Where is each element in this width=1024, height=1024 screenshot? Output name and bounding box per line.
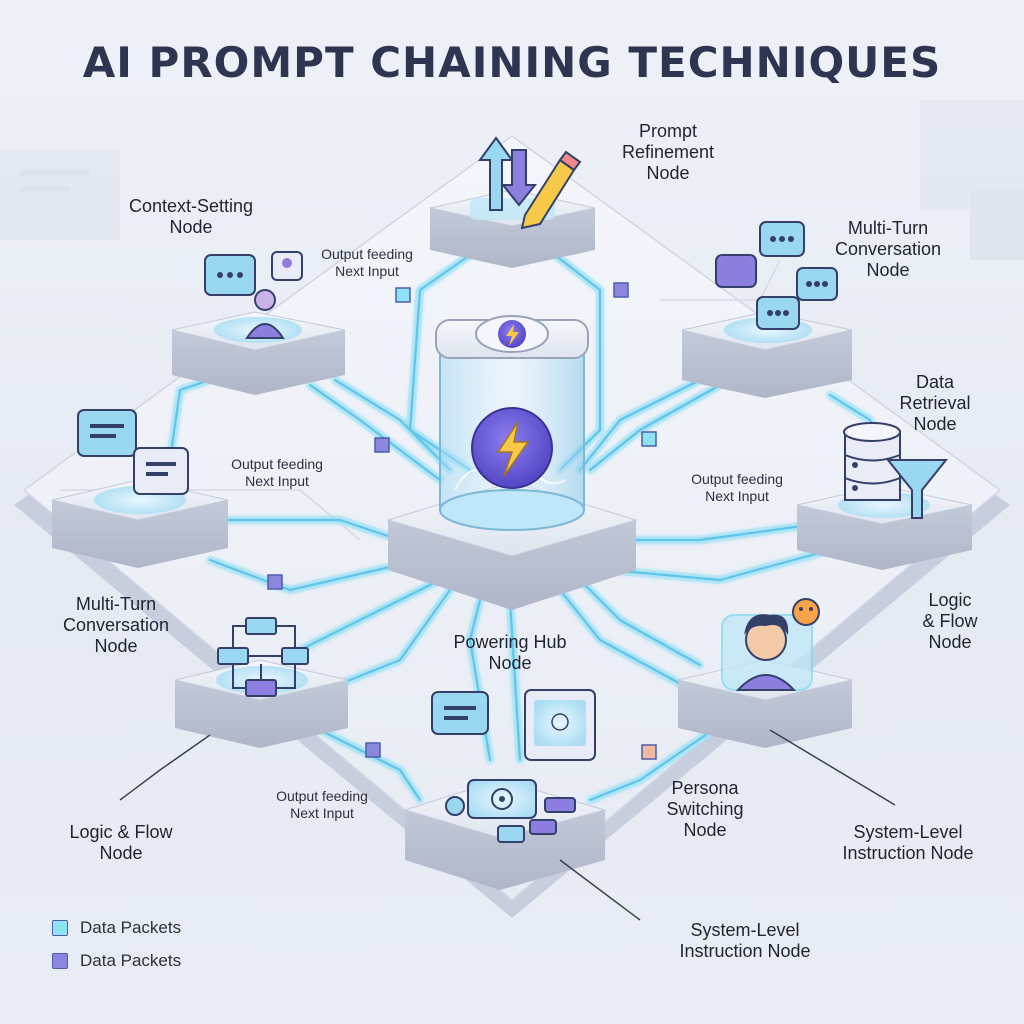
callout-lines <box>119 729 896 921</box>
label-system-level-bottom: System-Level Instruction Node <box>679 920 811 961</box>
powering-hub-node[interactable] <box>386 315 638 610</box>
label-data-retrieval: Data Retrieval Node <box>899 372 971 434</box>
legend: Data Packets Data Packets <box>52 916 181 982</box>
database-funnel-icon <box>843 422 949 519</box>
label-multi-turn-left: Multi-Turn Conversation Node <box>62 594 170 656</box>
legend-item-purple: Data Packets <box>52 949 181 973</box>
arrows-pencil-icon <box>478 136 582 230</box>
purple-cube-icon <box>52 953 68 969</box>
label-multi-turn-top: Multi-Turn Conversation Node <box>834 218 942 280</box>
user-chat-icon <box>204 251 303 339</box>
system-level-instruction-node[interactable] <box>403 689 607 890</box>
label-system-level-right: System-Level Instruction Node <box>842 822 974 863</box>
legend-item-cyan: Data Packets <box>52 916 181 940</box>
legend-label: Data Packets <box>80 951 182 970</box>
label-persona-switching: Persona Switching Node <box>666 778 744 840</box>
data-retrieval-node[interactable] <box>796 422 973 570</box>
multi-turn-conversation-node-top[interactable] <box>681 221 853 398</box>
data-packets <box>267 282 657 760</box>
cyan-cube-icon <box>52 920 68 936</box>
page-title: AI PROMPT CHAINING TECHNIQUES <box>82 38 942 87</box>
context-setting-node[interactable] <box>171 251 346 395</box>
chat-bubbles-icon <box>715 221 838 330</box>
background-decor <box>0 100 1024 260</box>
prompt-refinement-node[interactable] <box>429 136 596 268</box>
label-logic-flow-left: Logic & Flow Node <box>69 822 173 863</box>
logic-flow-node-left[interactable] <box>174 617 349 748</box>
label-context-setting: Context-Setting Node <box>128 196 254 237</box>
persona-switching-node[interactable] <box>677 598 853 748</box>
flow-label-top: Output feeding Next Input <box>321 246 413 279</box>
message-icon <box>77 409 189 495</box>
persona-avatar-icon <box>735 598 820 691</box>
lightning-icon <box>496 421 530 477</box>
label-prompt-refinement: Prompt Refinement Node <box>621 121 715 183</box>
label-logic-flow-right: Logic & Flow Node <box>922 590 978 652</box>
label-powering-hub: Powering Hub Node <box>453 632 567 673</box>
flow-label-left: Output feeding Next Input <box>231 456 323 489</box>
legend-label: Data Packets <box>80 918 182 937</box>
flow-label-bottom: Output feeding Next Input <box>276 788 368 821</box>
multi-turn-conversation-node-left[interactable] <box>51 409 229 568</box>
flow-label-right: Output feeding Next Input <box>691 471 783 504</box>
flowchart-icon <box>217 617 309 697</box>
control-panel-icon <box>431 689 596 843</box>
